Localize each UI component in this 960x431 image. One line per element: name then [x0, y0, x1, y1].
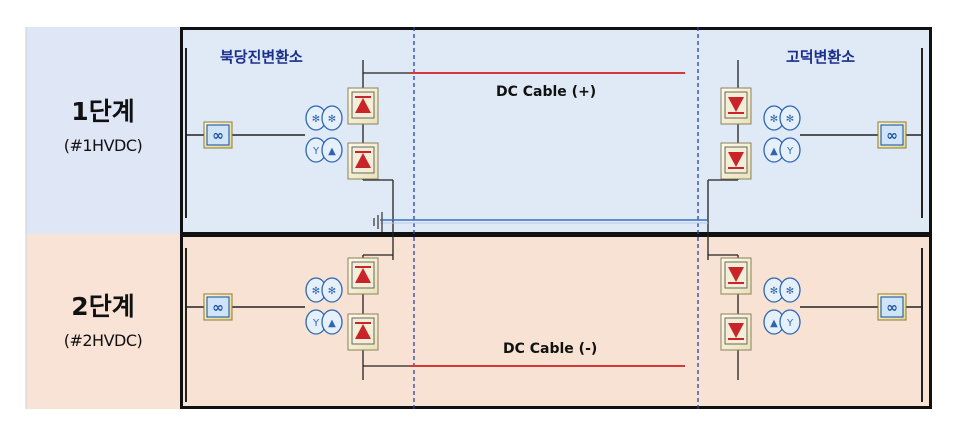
svg-text:Y: Y — [312, 318, 320, 329]
svg-text:✻: ✻ — [770, 114, 778, 125]
thyristor-valve-icon — [347, 142, 379, 180]
dc-cable-positive-label: DC Cable (+) — [496, 84, 597, 100]
stage2-frame — [180, 234, 932, 409]
svg-text:✻: ✻ — [328, 114, 336, 125]
stage-1-title: 1단계 — [71, 97, 135, 126]
stage2-panel — [180, 234, 932, 409]
stage-2-label: 2단계 (#2HVDC) — [26, 287, 180, 350]
svg-text:✻: ✻ — [328, 286, 336, 297]
dc-cable-negative-label: DC Cable (-) — [503, 341, 598, 357]
svg-text:✻: ✻ — [312, 286, 320, 297]
svg-text:✻: ✻ — [770, 286, 778, 297]
svg-text:∞: ∞ — [886, 128, 898, 144]
stage-1-label: 1단계 (#1HVDC) — [26, 92, 180, 155]
svg-text:▲: ▲ — [770, 318, 778, 329]
thyristor-valve-icon — [720, 87, 752, 125]
ac-source-icon: ∞ — [877, 293, 907, 321]
stage2-label-background — [26, 234, 180, 409]
thyristor-valve-icon — [720, 313, 752, 351]
transformer-winding-marks: ✻ ✻ Y ▲ ✻ ✻ Y ▲ ✻ ✻ ▲ Y ✻ ✻ ▲ Y — [312, 114, 794, 329]
stage1-frame — [180, 27, 932, 235]
thyristor-valve-icon — [720, 142, 752, 180]
svg-text:Y: Y — [786, 318, 794, 329]
station-right-name: 고덕변환소 — [786, 48, 856, 66]
stage-2-title: 2단계 — [71, 292, 135, 321]
svg-text:✻: ✻ — [786, 114, 794, 125]
station-left-name: 북당진변환소 — [220, 48, 303, 66]
transformer-icon — [305, 105, 801, 335]
svg-text:✻: ✻ — [786, 286, 794, 297]
svg-text:∞: ∞ — [212, 128, 224, 144]
svg-text:∞: ∞ — [212, 300, 224, 316]
svg-text:Y: Y — [312, 146, 320, 157]
stage-1-subtitle: (#1HVDC) — [63, 136, 143, 155]
svg-text:∞: ∞ — [886, 300, 898, 316]
svg-text:▲: ▲ — [328, 318, 336, 329]
svg-text:▲: ▲ — [328, 146, 336, 157]
thyristor-valve-icon — [347, 313, 379, 351]
ac-source-icon: ∞ — [877, 121, 907, 149]
stage1-panel — [180, 27, 932, 234]
ac-source-icon: ∞ — [203, 293, 233, 321]
svg-text:▲: ▲ — [770, 146, 778, 157]
svg-text:✻: ✻ — [312, 114, 320, 125]
thyristor-valve-icon — [347, 257, 379, 295]
ground-icon — [373, 212, 383, 232]
thyristor-valve-icon — [347, 87, 379, 125]
svg-text:Y: Y — [786, 146, 794, 157]
thyristor-valve-icon — [720, 257, 752, 295]
stage1-label-background — [26, 27, 180, 234]
stage-2-subtitle: (#2HVDC) — [63, 331, 143, 350]
ac-source-icon: ∞ — [203, 121, 233, 149]
